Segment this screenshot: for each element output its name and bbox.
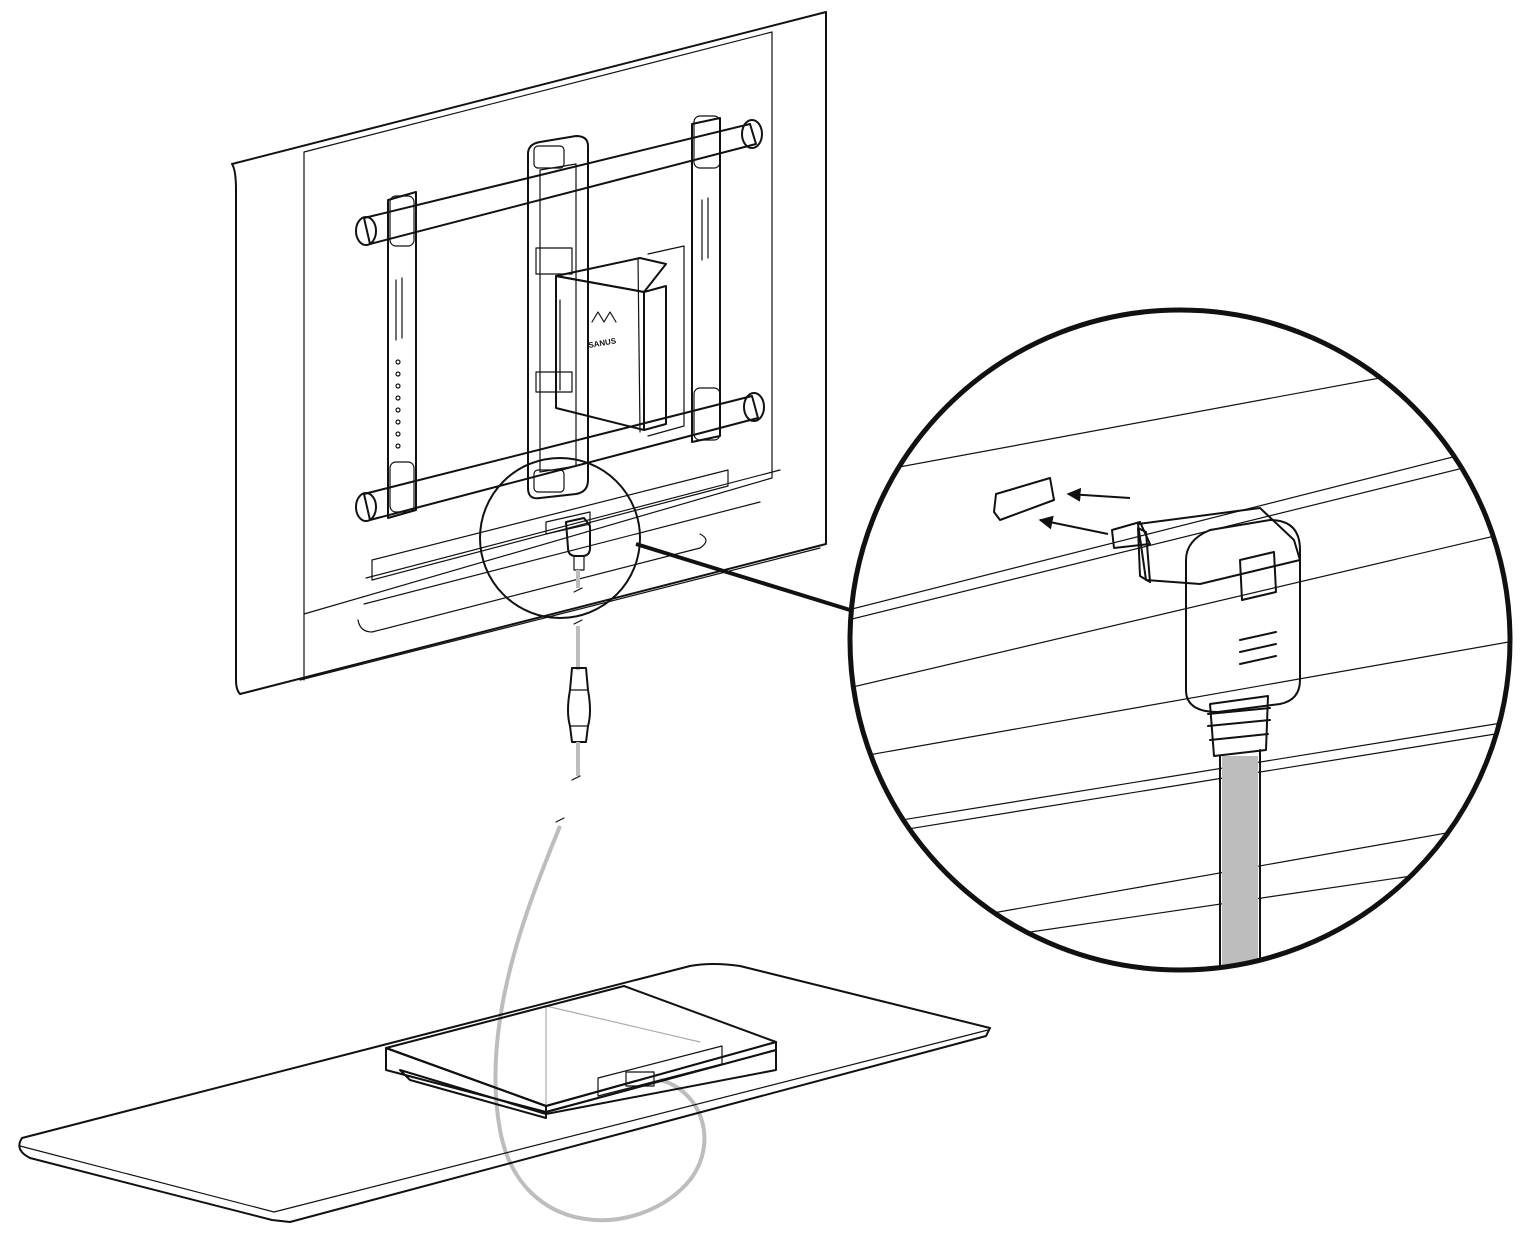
wall-mount-bracket: SANUS	[355, 115, 765, 522]
adjustment-holes	[395, 359, 401, 449]
device-hdmi-plug	[625, 1071, 655, 1087]
insertion-arrow-icon	[1038, 515, 1109, 535]
hdmi-cable	[493, 570, 707, 1223]
ferrite-core	[567, 667, 591, 743]
glass-shelf	[18, 963, 991, 1223]
hdmi-connector-icon	[1111, 507, 1301, 970]
bottom-rail	[355, 392, 765, 522]
detail-callout-circle	[479, 457, 641, 619]
zoom-circle	[847, 307, 1513, 973]
brand-logo: SANUS	[588, 311, 618, 350]
tv-hdmi-port	[545, 511, 591, 571]
brand-logo-text: SANUS	[588, 336, 618, 350]
left-tv-bracket	[387, 191, 417, 519]
insertion-arrow-icon	[1066, 487, 1131, 502]
top-rail	[355, 119, 763, 246]
right-tv-bracket	[691, 115, 721, 443]
tv-panel	[231, 11, 827, 695]
zoom-hdmi-port	[993, 477, 1055, 521]
zoom-detail	[847, 307, 1513, 973]
wall-plate	[527, 135, 589, 500]
articulating-arm: SANUS	[555, 245, 685, 437]
callout-leader-line	[635, 542, 851, 612]
media-device	[385, 985, 777, 1119]
